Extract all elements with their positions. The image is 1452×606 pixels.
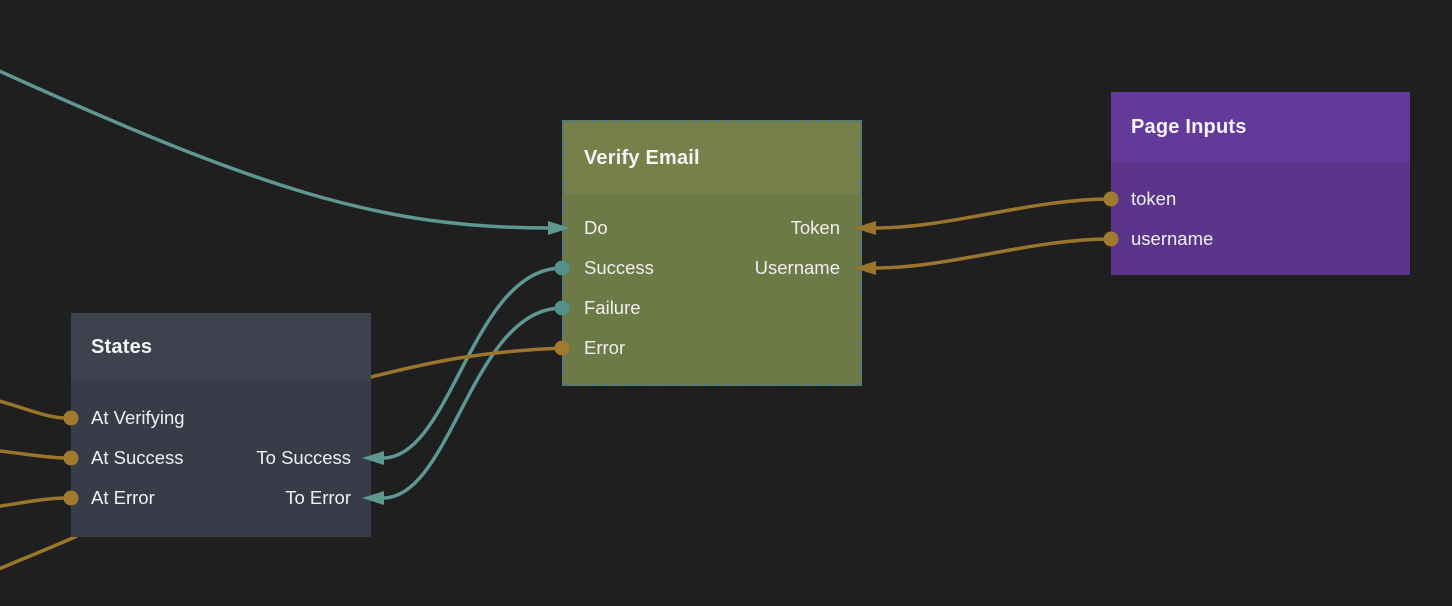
wire-token[interactable]	[873, 197, 1113, 230]
wire-at-verifying[interactable]	[0, 396, 68, 420]
wire-username[interactable]	[873, 237, 1113, 270]
port-row[interactable]: At Success To Success	[71, 438, 371, 478]
port-username-input[interactable]: Username	[754, 257, 840, 278]
port-row[interactable]: username	[1111, 219, 1410, 259]
port-to-success[interactable]: To Success	[256, 447, 351, 468]
wire-at-error[interactable]	[0, 496, 68, 509]
port-at-verifying[interactable]: At Verifying	[91, 407, 185, 428]
port-error[interactable]: Error	[584, 337, 626, 358]
port-to-error[interactable]: To Error	[285, 487, 351, 508]
port-list: At Verifying At Success To Success At Er…	[71, 381, 371, 518]
port-row[interactable]: Error	[564, 328, 860, 368]
wire-to-do[interactable]	[0, 60, 551, 230]
node-title: Page Inputs	[1131, 115, 1247, 138]
port-row[interactable]: At Verifying	[71, 398, 371, 438]
port-row[interactable]: Do Token	[564, 208, 860, 248]
port-username-output[interactable]: username	[1131, 228, 1214, 249]
port-do[interactable]: Do	[584, 217, 608, 238]
port-row[interactable]: Success Username	[564, 248, 860, 288]
port-failure[interactable]: Failure	[584, 297, 641, 318]
node-page-inputs[interactable]: Page Inputs token username	[1111, 92, 1410, 275]
node-verify-email[interactable]: Verify Email Do Token Success Username F…	[562, 120, 862, 386]
port-at-success[interactable]: At Success	[91, 447, 184, 468]
node-title: Verify Email	[584, 146, 700, 169]
port-token-input[interactable]: Token	[790, 217, 840, 238]
wire-failure-to-to-error[interactable]	[381, 306, 564, 500]
port-token-output[interactable]: token	[1131, 188, 1177, 209]
port-at-error[interactable]: At Error	[91, 487, 155, 508]
node-page-inputs-header[interactable]: Page Inputs	[1111, 92, 1410, 162]
port-list: token username	[1111, 162, 1410, 259]
node-title: States	[91, 335, 153, 358]
port-success[interactable]: Success	[584, 257, 654, 278]
wire-at-success[interactable]	[0, 449, 68, 460]
port-row[interactable]: token	[1111, 179, 1410, 219]
port-row[interactable]: At Error To Error	[71, 478, 371, 518]
port-list: Do Token Success Username Failure Error	[564, 194, 860, 368]
node-verify-email-header[interactable]: Verify Email	[564, 122, 860, 194]
wire-success-to-to-success[interactable]	[381, 266, 564, 460]
port-row[interactable]: Failure	[564, 288, 860, 328]
node-states[interactable]: States At Verifying At Success To Succes…	[71, 313, 371, 537]
node-states-header[interactable]: States	[71, 313, 371, 381]
